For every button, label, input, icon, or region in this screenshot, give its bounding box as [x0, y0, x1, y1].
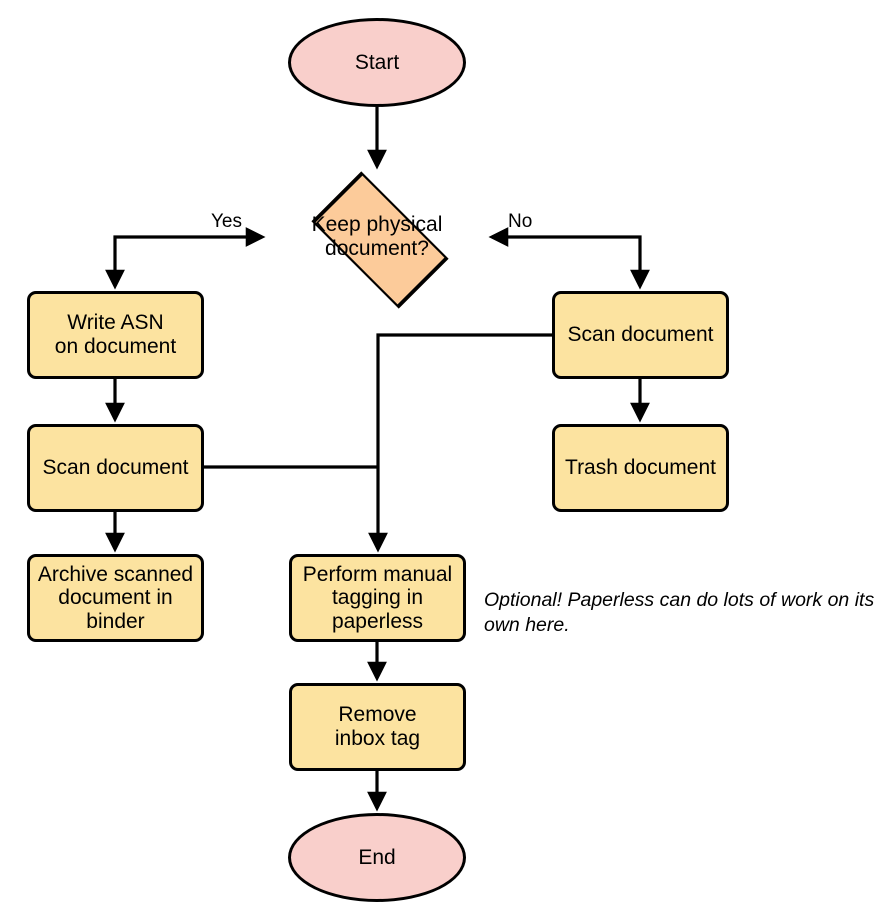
node-trash-document[interactable]: Trash document — [552, 424, 729, 512]
node-remove-inbox-tag-label: Remove inbox tag — [334, 703, 421, 750]
node-perform-manual-tagging[interactable]: Perform manual tagging in paperless — [289, 554, 466, 642]
annotation-optional-note: Optional! Paperless can do lots of work … — [484, 589, 875, 637]
node-scan-document-right-label: Scan document — [567, 323, 714, 347]
node-trash-document-label: Trash document — [565, 456, 716, 480]
node-scan-document-left-label: Scan document — [42, 456, 189, 480]
node-archive-scanned-document-label: Archive scanned document in binder — [37, 562, 194, 633]
edge-label-no: No — [508, 211, 533, 232]
node-start-label: Start — [354, 50, 400, 74]
edge-decision-yes-to-write-asn — [105, 227, 266, 290]
edge-label-yes: Yes — [211, 211, 242, 232]
node-keep-physical-document[interactable]: Keep physical document? — [262, 171, 492, 309]
node-archive-scanned-document[interactable]: Archive scanned document in binder — [27, 554, 204, 642]
node-keep-physical-document-label: Keep physical document? — [311, 213, 443, 260]
edge-scan-right-to-manual-tagging — [368, 333, 552, 553]
node-start[interactable]: Start — [288, 18, 466, 107]
node-perform-manual-tagging-label: Perform manual tagging in paperless — [302, 562, 453, 633]
node-end-label: End — [358, 845, 396, 869]
node-end[interactable]: End — [288, 813, 466, 902]
node-scan-document-right[interactable]: Scan document — [552, 291, 729, 379]
edge-decision-no-to-scan-right — [488, 227, 650, 290]
node-write-asn-on-document-label: Write ASN on document — [54, 311, 177, 358]
node-write-asn-on-document[interactable]: Write ASN on document — [27, 291, 204, 379]
node-scan-document-left[interactable]: Scan document — [27, 424, 204, 512]
node-remove-inbox-tag[interactable]: Remove inbox tag — [289, 683, 466, 771]
